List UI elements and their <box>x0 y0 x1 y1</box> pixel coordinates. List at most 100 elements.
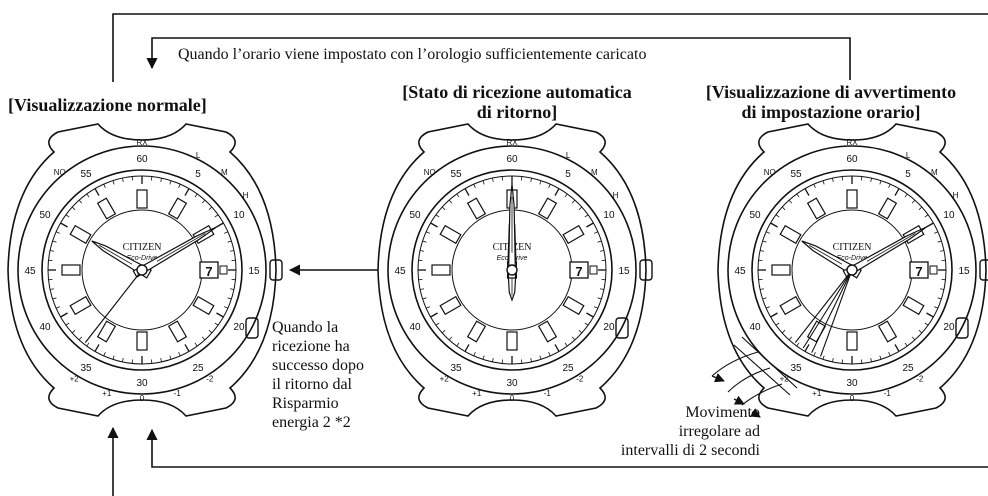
hour-index <box>431 264 451 276</box>
minute-tick <box>229 288 235 290</box>
hour-index <box>96 320 117 343</box>
button <box>615 317 629 339</box>
date-digit: 7 <box>575 264 582 279</box>
hour-index-bar <box>506 331 518 351</box>
minute-tick <box>594 231 599 234</box>
bottom-loop-arrow <box>146 428 988 468</box>
second-hand <box>802 269 853 349</box>
minute-tick <box>464 344 470 352</box>
minute-number: 10 <box>943 210 955 221</box>
hour-index <box>96 197 117 220</box>
minute-number: 55 <box>450 169 462 180</box>
minute-tick <box>911 336 916 341</box>
hour-index <box>61 264 81 276</box>
minute-number: 25 <box>902 363 914 374</box>
hour-index-bar <box>431 264 451 276</box>
minute-tick <box>571 336 576 341</box>
hour-index <box>136 331 148 351</box>
crown <box>639 259 653 281</box>
minute-tick <box>214 214 219 218</box>
minute-tick <box>441 329 446 334</box>
hour-index-bar <box>846 189 858 209</box>
hour-index-bar <box>466 197 487 220</box>
minute-number: 20 <box>943 322 955 333</box>
minute-tick <box>103 352 106 357</box>
minute-tick <box>762 240 767 243</box>
bezel-outer <box>727 145 977 395</box>
hour-index-bar <box>61 264 81 276</box>
bezel-outer <box>17 145 267 395</box>
minute-number: 45 <box>734 266 746 277</box>
hour-index-bar <box>771 264 791 276</box>
minute-number: 60 <box>506 154 518 165</box>
hour-index-bar <box>136 189 148 209</box>
minute-number: 5 <box>195 169 201 180</box>
minute-tick <box>879 180 882 185</box>
hour-index <box>167 320 188 343</box>
minute-tick <box>112 180 115 185</box>
reception-mark: NO <box>54 168 66 177</box>
minute-tick <box>456 342 460 347</box>
second-hand <box>811 269 853 353</box>
irregular-note: Movimento irregolare ad intervalli di 2 … <box>560 403 760 460</box>
date-digit: 7 <box>915 264 922 279</box>
minute-tick <box>65 214 70 218</box>
minute-tick <box>788 336 793 341</box>
hour-index <box>846 331 858 351</box>
minute-tick <box>804 344 810 352</box>
hour-index-bar <box>69 224 92 245</box>
minute-tick <box>419 250 425 252</box>
hour-index <box>439 295 462 316</box>
minute-tick <box>448 336 453 341</box>
minute-tick <box>78 336 83 341</box>
mode-mark: 0 <box>850 394 855 403</box>
minute-tick <box>78 199 83 204</box>
hour-index-bar <box>902 295 925 316</box>
minute-tick <box>184 188 190 196</box>
minute-number: 15 <box>248 266 260 277</box>
minute-tick <box>464 188 470 196</box>
second-hand <box>820 269 853 357</box>
minute-tick <box>832 357 834 363</box>
minute-tick <box>112 355 115 360</box>
hour-index <box>192 295 215 316</box>
minute-tick <box>425 231 430 234</box>
hour-index <box>779 224 802 245</box>
minute-number: 60 <box>846 154 858 165</box>
hour-index-bar <box>192 295 215 316</box>
minute-tick <box>194 193 198 198</box>
hour-index <box>537 320 558 343</box>
minute-tick <box>578 206 583 211</box>
minute-number: 5 <box>565 169 571 180</box>
minute-tick <box>918 329 923 334</box>
minute-tick <box>804 188 810 196</box>
success-note-line: Risparmio <box>272 395 339 412</box>
minute-number: 20 <box>603 322 615 333</box>
minute-tick <box>160 357 162 363</box>
minute-tick <box>586 222 594 228</box>
minute-tick <box>926 312 934 318</box>
minute-tick <box>224 231 229 234</box>
minute-tick <box>229 250 235 252</box>
model-logo: Eco-Drive <box>127 255 158 262</box>
success-note-line: energia 2 *2 <box>272 414 351 431</box>
minute-tick <box>599 288 605 290</box>
minute-number: 40 <box>749 322 761 333</box>
minute-tick <box>214 322 219 326</box>
minute-number: 10 <box>603 210 615 221</box>
hour-index <box>877 197 898 220</box>
minute-tick <box>554 344 560 352</box>
date-window <box>569 261 589 279</box>
second-hand <box>84 269 143 343</box>
brand-logo: CITIZEN <box>833 242 872 253</box>
hour-hand-lume <box>809 245 843 265</box>
watch-case <box>717 123 987 417</box>
minute-tick <box>548 352 551 357</box>
date-digit: 7 <box>205 264 212 279</box>
hour-index <box>136 189 148 209</box>
minute-tick <box>184 344 190 352</box>
minute-number: 50 <box>409 210 421 221</box>
success-note: Quando la ricezione ha successo dopo il … <box>272 318 364 432</box>
mode-mark: 0 <box>510 394 515 403</box>
